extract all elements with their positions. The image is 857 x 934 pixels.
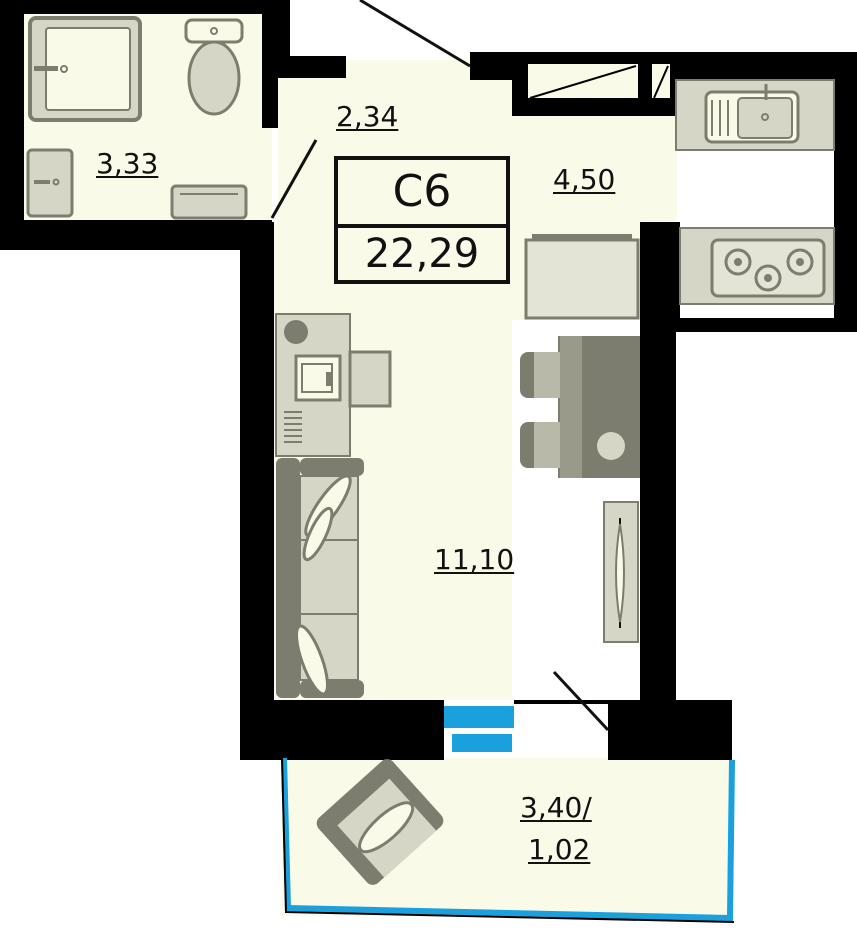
sofa	[276, 458, 364, 698]
label-bathroom-area: 3,33	[96, 147, 159, 180]
label-kitchen-area: 4,50	[553, 163, 616, 196]
bath-wall-bottom	[0, 220, 272, 250]
walls	[0, 0, 857, 760]
armchair	[316, 759, 444, 885]
label-balcony-area-2: 1,02	[528, 833, 591, 866]
balcony-glazing	[281, 757, 735, 922]
living-wall-right	[640, 318, 676, 758]
bathroom-door	[270, 139, 318, 219]
bath-wall-stub	[262, 78, 278, 128]
washbasin	[26, 148, 74, 218]
kitchen-pillar	[640, 222, 680, 330]
apartment-code: С6	[392, 166, 452, 217]
door-threshold	[514, 700, 608, 704]
dining-table	[558, 336, 640, 478]
sink-counter	[675, 79, 835, 151]
kitchen-wall-right	[834, 52, 857, 332]
toilet	[184, 18, 244, 116]
corridor-top-wall	[262, 56, 346, 78]
balcony-window	[444, 706, 514, 752]
living-wall-bottom-left	[240, 700, 444, 760]
washing-machine	[170, 184, 248, 220]
living-wall-bottom-right	[608, 700, 732, 760]
label-balcony-area-1: 3,40/	[520, 791, 592, 824]
balcony-door	[552, 670, 610, 732]
refrigerator	[524, 234, 640, 320]
kitchen-wall-bottom	[676, 318, 857, 332]
apartment-total-area: 22,29	[364, 231, 480, 277]
badge-divider	[338, 224, 506, 228]
apartment-badge: С6 22,29	[334, 156, 510, 284]
label-living-area: 11,10	[434, 543, 515, 576]
kitchen-window	[528, 64, 670, 99]
label-hallway-area: 2,34	[336, 100, 399, 133]
desk	[275, 313, 392, 457]
entrance-door	[359, 0, 471, 68]
wardrobe	[603, 501, 639, 643]
bath-wall-top	[0, 0, 290, 14]
stove-counter	[679, 227, 835, 305]
shower-tray	[28, 16, 142, 122]
living-wall-left	[240, 222, 274, 760]
dining-chairs	[520, 352, 560, 468]
bath-wall-left	[0, 0, 24, 250]
